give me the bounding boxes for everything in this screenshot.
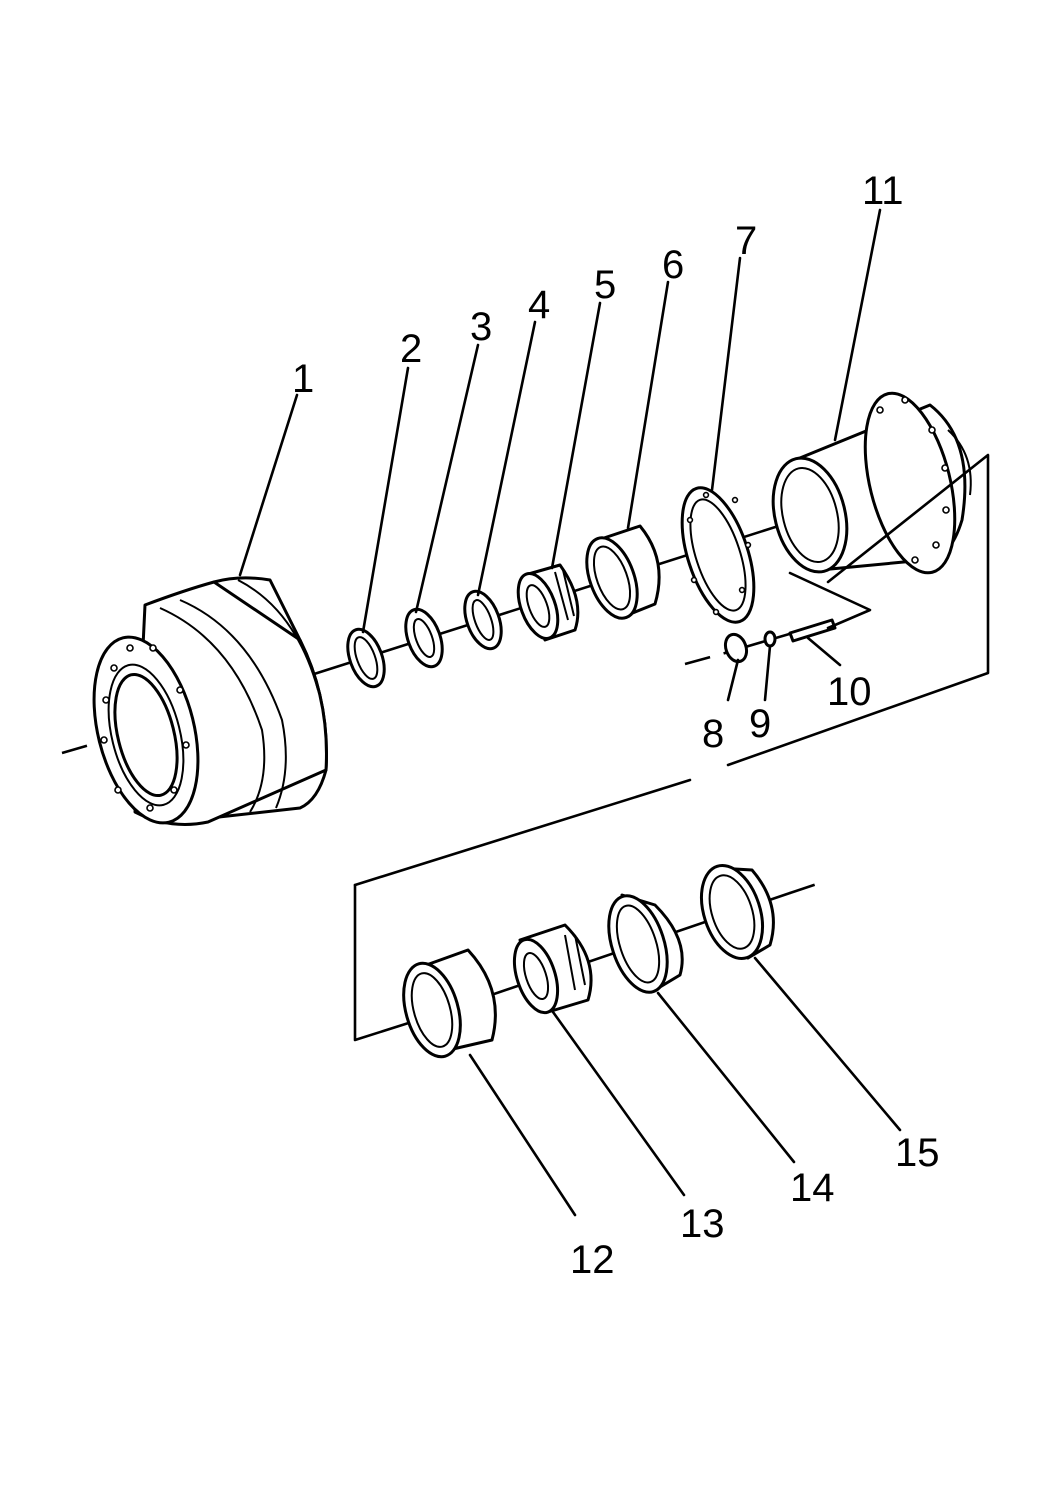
callout-7: 7 xyxy=(735,219,757,263)
callout-1: 1 xyxy=(292,357,314,401)
callout-6: 6 xyxy=(662,243,684,287)
callout-15: 15 xyxy=(895,1131,940,1175)
leader-line-9 xyxy=(763,644,772,702)
leader-line-4 xyxy=(476,320,537,597)
leader-lines xyxy=(238,208,902,1217)
part-5-outer-bearing-cone xyxy=(516,563,580,642)
callout-3: 3 xyxy=(470,305,492,349)
part-15-seal xyxy=(700,864,775,960)
part-8-nut xyxy=(723,632,749,664)
leader-line-1 xyxy=(238,393,299,577)
leader-line-3 xyxy=(414,343,480,614)
leader-line-6 xyxy=(626,280,670,530)
assembly-bracket-lines xyxy=(353,453,990,1042)
leader-line-2 xyxy=(361,366,410,634)
callout-9: 9 xyxy=(749,702,771,746)
callout-2: 2 xyxy=(400,327,422,371)
leader-line-13 xyxy=(551,1010,686,1197)
part-13-inner-bearing-cone xyxy=(512,923,593,1015)
leader-line-14 xyxy=(656,991,796,1164)
part-1-brake-drum xyxy=(92,576,328,826)
part-7-gasket xyxy=(680,486,756,624)
callout-5: 5 xyxy=(594,263,616,307)
part-4-washer xyxy=(463,589,503,651)
leader-line-15 xyxy=(753,956,902,1132)
part-9-washer xyxy=(763,630,777,648)
leader-line-12 xyxy=(468,1053,577,1217)
callout-14: 14 xyxy=(790,1166,835,1210)
callout-numbers: 1 2 3 4 5 6 7 8 9 10 11 12 13 14 15 xyxy=(292,169,940,1282)
leader-line-7 xyxy=(710,256,742,492)
leader-line-10 xyxy=(806,636,842,667)
leader-line-5 xyxy=(550,301,602,570)
callout-4: 4 xyxy=(528,283,550,327)
callout-10: 10 xyxy=(827,670,872,714)
part-2-washer xyxy=(346,627,386,689)
callout-8: 8 xyxy=(702,712,724,756)
part-10-stud xyxy=(788,618,837,643)
callout-11: 11 xyxy=(862,169,904,213)
part-12-bearing-cup xyxy=(402,948,497,1059)
part-6-bearing-cup xyxy=(585,524,661,620)
part-11-hub xyxy=(771,391,972,575)
part-3-lock-washer xyxy=(404,607,444,669)
leader-line-8 xyxy=(726,658,740,702)
callout-13: 13 xyxy=(680,1202,725,1246)
leader-line-11 xyxy=(833,208,882,442)
part-14-seal xyxy=(607,893,684,994)
callout-12: 12 xyxy=(570,1238,615,1282)
